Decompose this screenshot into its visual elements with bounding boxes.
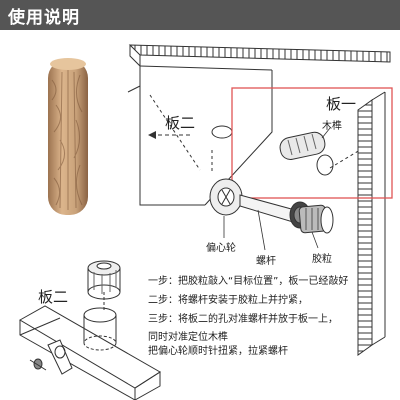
step-1: 一步：把胶粒敲入“目标位置”，板一已经敲好 xyxy=(148,276,349,287)
board-two-bottom-drawing xyxy=(18,260,161,400)
header-bar: 使用说明 xyxy=(0,0,400,30)
step-4: 把偏心轮顺时针扭紧，拉紧螺杆 xyxy=(148,346,288,357)
page-title: 使用说明 xyxy=(8,8,80,28)
label-board-two-bottom: 板二 xyxy=(38,288,69,306)
label-screw-rod: 螺杆 xyxy=(256,256,276,267)
label-glue-grain: 胶粒 xyxy=(312,254,332,265)
highlight-frame xyxy=(231,87,393,199)
wooden-dowel-image xyxy=(48,58,88,215)
board-two-top-drawing xyxy=(127,44,391,206)
label-board-one: 板一 xyxy=(326,95,357,113)
leader-lines xyxy=(223,127,331,251)
step-3-continued: 同时对准定位木榫 xyxy=(148,332,228,343)
label-wooden-dowel: 木榫 xyxy=(322,121,342,132)
board-one-drawing xyxy=(357,91,386,356)
label-eccentric-wheel: 偏心轮 xyxy=(206,243,236,254)
dowel-hardware-drawing xyxy=(279,131,361,176)
label-board-two-top: 板二 xyxy=(165,114,196,132)
step-3: 三步：将板二的孔对准螺杆并放于板一上， xyxy=(148,314,338,325)
step-2: 二步：将螺杆安装于胶粒上并拧紧， xyxy=(148,295,308,306)
cam-lock-assembly xyxy=(209,178,334,234)
